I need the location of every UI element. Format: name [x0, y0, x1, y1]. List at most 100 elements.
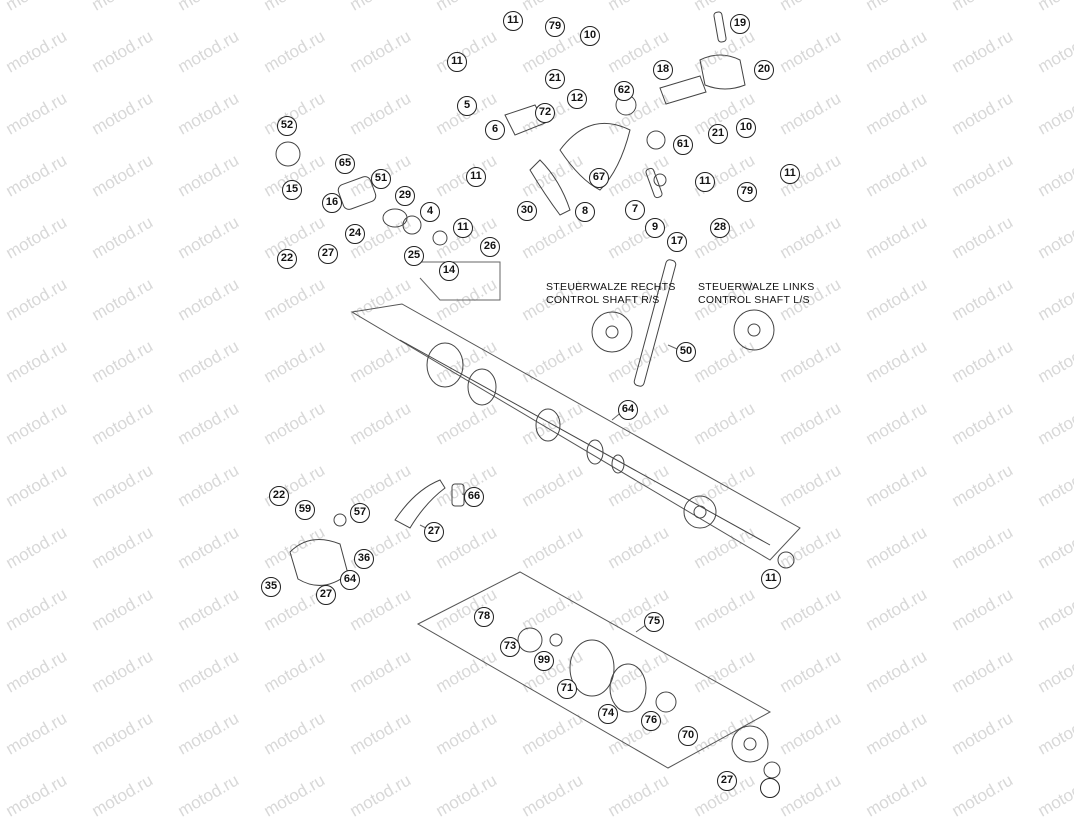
- part-70-gear: [731, 725, 769, 763]
- callout-76: 70: [678, 726, 698, 746]
- callout-11: 17: [667, 232, 687, 252]
- callout-99: 75: [644, 612, 664, 632]
- part-75-oring: [569, 639, 615, 697]
- callout-27: 11: [761, 569, 781, 589]
- part-57: [451, 483, 465, 507]
- part-6: [504, 104, 546, 136]
- callout-61: 61: [673, 135, 693, 155]
- callout-70: 27: [717, 771, 737, 791]
- callout-75: 71: [557, 679, 577, 699]
- part-27-washer-low: [763, 761, 781, 779]
- group-outline-50: [350, 303, 801, 561]
- part-71: [609, 663, 647, 713]
- callout-64: 22: [269, 486, 289, 506]
- group-outline-26: [419, 261, 501, 301]
- callout-21: 21: [545, 69, 565, 89]
- callout-9: 28: [710, 218, 730, 238]
- part-73: [549, 633, 563, 647]
- callout-7: 9: [645, 218, 665, 238]
- callout-4: 4: [420, 202, 440, 222]
- part-61-gear: [646, 130, 666, 150]
- callout-28: 24: [345, 224, 365, 244]
- part-shaft-hub: [426, 342, 464, 388]
- part-52: [275, 141, 301, 167]
- callout-67: 67: [589, 168, 609, 188]
- group-outline-99: [416, 571, 772, 769]
- callout-11: 11: [447, 52, 467, 72]
- callout-72: 72: [535, 103, 555, 123]
- part-shaft: [399, 339, 771, 546]
- callout-6: 6: [485, 120, 505, 140]
- callout-11: 11: [780, 164, 800, 184]
- part-bearing-1: [467, 368, 497, 406]
- callout-11: 78: [474, 607, 494, 627]
- callout-29: 29: [395, 186, 415, 206]
- callout-74: 76: [641, 711, 661, 731]
- callout-73: 99: [534, 651, 554, 671]
- callout-14: 50: [676, 342, 696, 362]
- callout-22: 27: [318, 244, 338, 264]
- callout-30: 8: [575, 202, 595, 222]
- callout-21: 21: [708, 124, 728, 144]
- part-24: [432, 230, 448, 246]
- part-shift-fork-67: [559, 122, 631, 191]
- callout-26: 14: [439, 261, 459, 281]
- callout-18: 18: [653, 60, 673, 80]
- callout-11: 30: [517, 201, 537, 221]
- label-control-shaft-rs-de: STEUERWALZE RECHTS: [546, 281, 676, 293]
- callout-27: [760, 778, 780, 798]
- callout-5: 5: [457, 96, 477, 116]
- callout-15: 15: [282, 180, 302, 200]
- part-bearing-2: [535, 408, 561, 442]
- part-66-lever: [394, 479, 446, 529]
- part-74: [655, 691, 677, 713]
- part-78: [517, 627, 543, 653]
- part-4: [402, 215, 422, 235]
- callout-19: 19: [730, 14, 750, 34]
- part-19: [713, 11, 727, 43]
- callout-11: 11: [695, 172, 715, 192]
- callout-36: 64: [340, 570, 360, 590]
- part-8-pin: [645, 167, 663, 199]
- part-59: [333, 513, 347, 527]
- callout-65: 65: [335, 154, 355, 174]
- callout-66: 27: [424, 522, 444, 542]
- callout-78: 73: [500, 637, 520, 657]
- callout-59: 57: [350, 503, 370, 523]
- callout-51: 51: [371, 169, 391, 189]
- callout-17: 22: [277, 249, 297, 269]
- callout-12: 12: [567, 89, 587, 109]
- callout-10: 10: [736, 118, 756, 138]
- callout-24: 11: [453, 218, 473, 238]
- part-27-washer: [777, 551, 795, 569]
- part-8-roller: [653, 173, 667, 187]
- part-spring-1: [586, 439, 604, 465]
- label-control-shaft-ls-de: STEUERWALZE LINKS: [698, 281, 815, 293]
- callout-20: 20: [754, 60, 774, 80]
- label-control-shaft-ls-en: CONTROL SHAFT L/S: [698, 294, 810, 306]
- callout-79: 79: [737, 182, 757, 202]
- callout-50: 64: [618, 400, 638, 420]
- part-20: [699, 54, 746, 90]
- label-control-shaft-rs-en: CONTROL SHAFT R/S: [546, 294, 660, 306]
- callout-27: 25: [404, 246, 424, 266]
- callout-62: 62: [614, 81, 634, 101]
- callout-25: 26: [480, 237, 500, 257]
- part-14-rod: [633, 259, 677, 387]
- callout-35: 27: [316, 585, 336, 605]
- part-sprocket: [683, 495, 717, 529]
- callout-52: 52: [277, 116, 297, 136]
- part-shift-fork-30: [529, 159, 571, 216]
- callout-71: 74: [598, 704, 618, 724]
- part-18: [659, 75, 707, 105]
- callout-22: 59: [295, 500, 315, 520]
- callout-10: 10: [580, 26, 600, 46]
- callout-79: 79: [545, 17, 565, 37]
- callout-57: 66: [464, 487, 484, 507]
- callout-11: 11: [503, 11, 523, 31]
- callout-27: 36: [354, 549, 374, 569]
- callout-11: 11: [466, 167, 486, 187]
- control-shaft-ls: [733, 309, 775, 351]
